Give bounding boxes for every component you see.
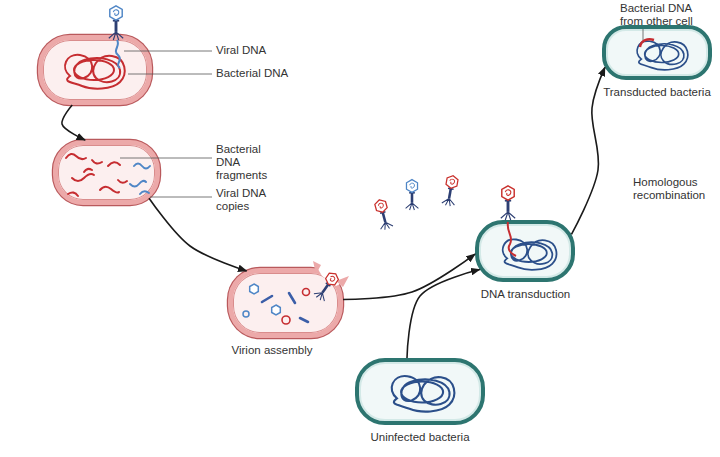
callout-label: Bacterial DNA: [216, 67, 306, 80]
cell-caption: Uninfected bacteria: [360, 431, 480, 444]
cell-caption: Transducted bacteria: [600, 86, 714, 99]
infected-bacterium: Bacterial DNA fragmentsViral DNA copies: [53, 140, 160, 205]
cell-caption: DNA transduction: [468, 288, 583, 301]
callout-label: Viral DNA: [216, 44, 306, 57]
process-arrow: [571, 67, 604, 234]
released-phages: [373, 198, 393, 231]
process-arrow: [343, 254, 475, 299]
bacterium-cell: Bacterial DNA from other cellTransducted…: [602, 25, 712, 80]
released-phages: [406, 180, 419, 210]
edge-label: Homologous recombination: [633, 176, 717, 202]
released-phages: [373, 175, 459, 231]
bacterium-cell: Uninfected bacteria: [355, 358, 485, 425]
process-arrow: [62, 105, 85, 140]
released-phages: [442, 175, 460, 207]
callout-label: Viral DNA copies: [216, 187, 278, 213]
process-arrow: [407, 270, 480, 358]
infected-bacterium: Virion assembly: [228, 268, 343, 338]
transduction-cell-art: [501, 186, 515, 220]
cell-caption: Virion assembly: [222, 344, 322, 357]
callout-label: Bacterial DNA from other cell: [620, 2, 704, 28]
callout-label: Bacterial DNA fragments: [216, 143, 278, 182]
bacterium-cell: DNA transduction: [475, 220, 575, 282]
infected-bacterium: Viral DNABacterial DNA: [38, 35, 152, 105]
